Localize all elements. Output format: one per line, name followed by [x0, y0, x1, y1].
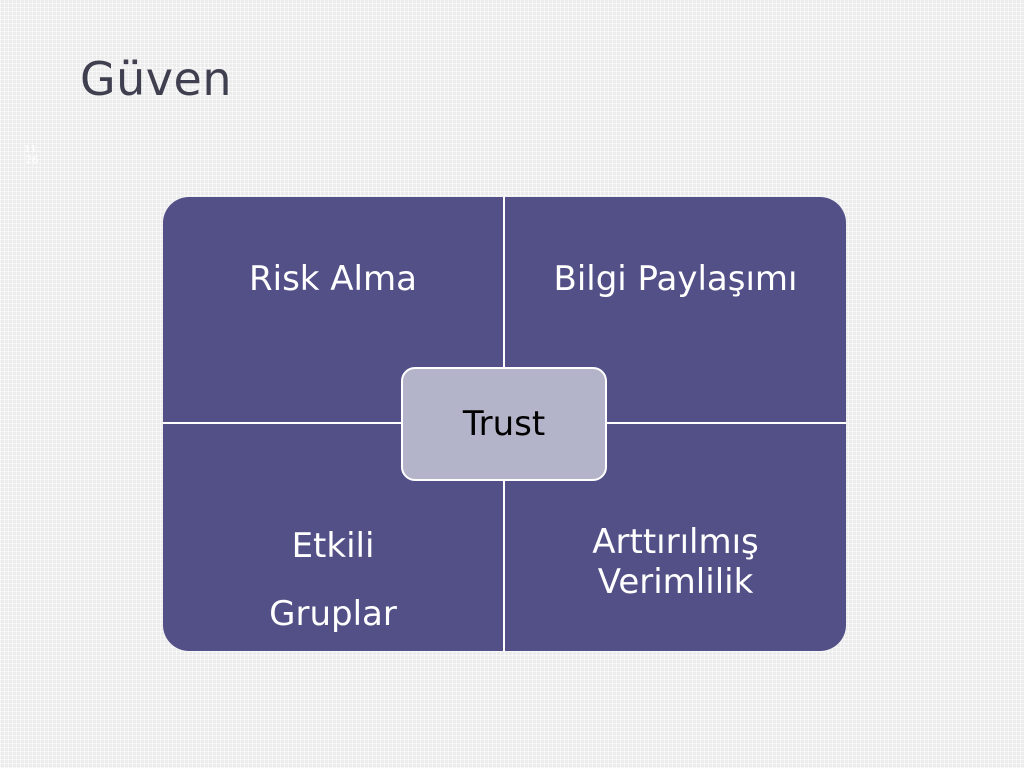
quadrant-bottom-right-label-line-1: Arttırılmış: [592, 522, 759, 562]
slide-number-line-1: 11.: [24, 144, 40, 155]
quadrant-bottom-left: Etkili Gruplar: [163, 424, 503, 651]
center-box-trust: Trust: [401, 367, 607, 481]
slide-number-line-2: 26: [25, 155, 39, 166]
quadrant-top-left-label: Risk Alma: [249, 259, 417, 299]
slide-title: Güven: [80, 52, 232, 106]
quadrant-bottom-left-label-line-2: Gruplar: [269, 594, 397, 634]
quadrant-bottom-left-label-line-1: Etkili: [291, 526, 375, 566]
quadrant-bottom-right-label-line-2: Verimlilik: [597, 562, 754, 602]
quadrant-matrix: Risk Alma Bilgi Paylaşımı Etkili Gruplar…: [163, 197, 846, 651]
quadrant-top-right-label: Bilgi Paylaşımı: [553, 259, 798, 299]
slide-number: 11. 26: [20, 144, 44, 166]
